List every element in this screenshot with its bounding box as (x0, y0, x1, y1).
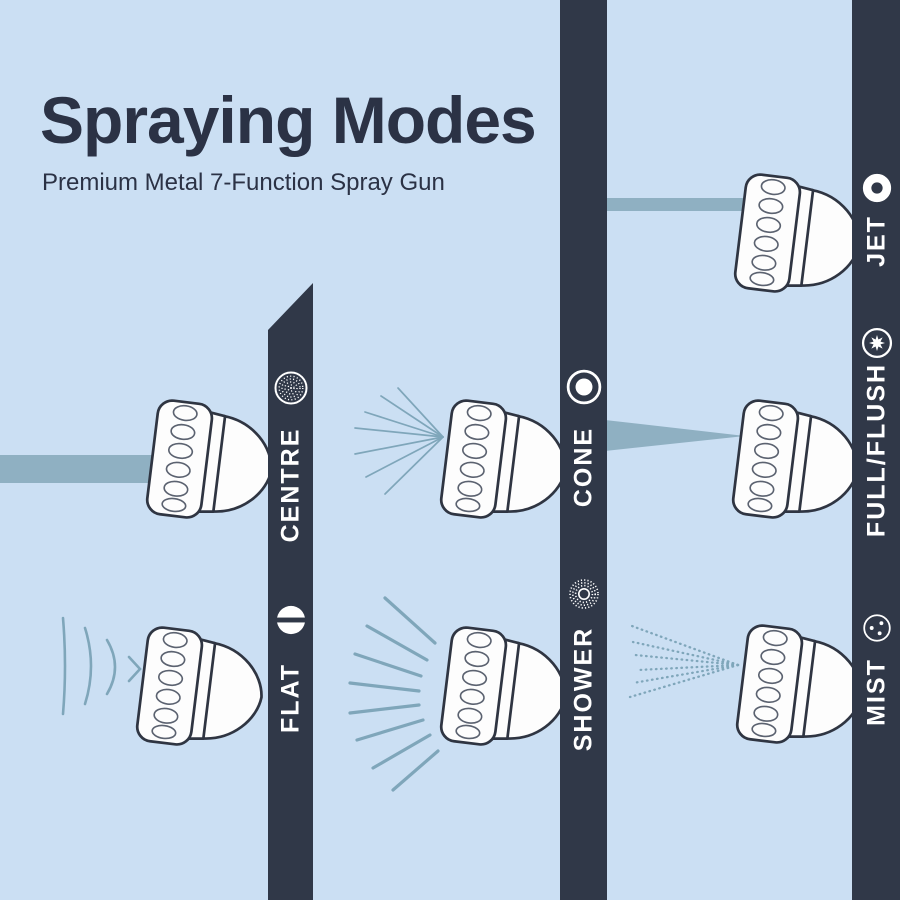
label-jet: JET (862, 215, 891, 267)
label-fullflush: FULL/FLUSH (862, 362, 891, 538)
nozzle-centre (144, 397, 280, 529)
dots-in-circle-icon (863, 614, 891, 642)
mist-spray-dots (628, 624, 740, 699)
label-flat: FLAT (276, 662, 305, 734)
centre-stream (0, 455, 168, 483)
cone-spray-lines (354, 387, 444, 495)
column-bar-shower-cone (560, 0, 607, 900)
stippled-disc-icon (274, 371, 308, 405)
nozzle-flat (134, 624, 270, 756)
page-subtitle: Premium Metal 7-Function Spray Gun (42, 169, 445, 197)
burst-in-circle-icon (861, 327, 893, 359)
fullflush-stream (605, 420, 745, 451)
label-centre: CENTRE (276, 427, 305, 543)
nozzle-shower (438, 624, 574, 756)
nozzle-mist (734, 622, 870, 754)
nozzle-cone (438, 397, 574, 529)
column-bar-mist-fullflush-jet (852, 0, 900, 900)
stippled-ring-icon (569, 579, 599, 609)
shower-spray-jets (348, 596, 440, 792)
label-shower: SHOWER (569, 626, 598, 752)
page-title: Spraying Modes (40, 83, 537, 157)
label-mist: MIST (862, 658, 891, 726)
nozzle-jet (732, 171, 868, 303)
header: Spraying Modes Premium Metal 7-Function … (40, 83, 537, 197)
nozzle-fullflush (730, 397, 866, 529)
label-cone: CONE (569, 426, 598, 508)
jet-stream (605, 198, 750, 211)
thick-ring-icon (862, 173, 892, 203)
flat-slit-circle-icon (275, 605, 307, 635)
ring-with-dot-icon (566, 369, 602, 405)
flat-spray-waves (61, 616, 142, 716)
